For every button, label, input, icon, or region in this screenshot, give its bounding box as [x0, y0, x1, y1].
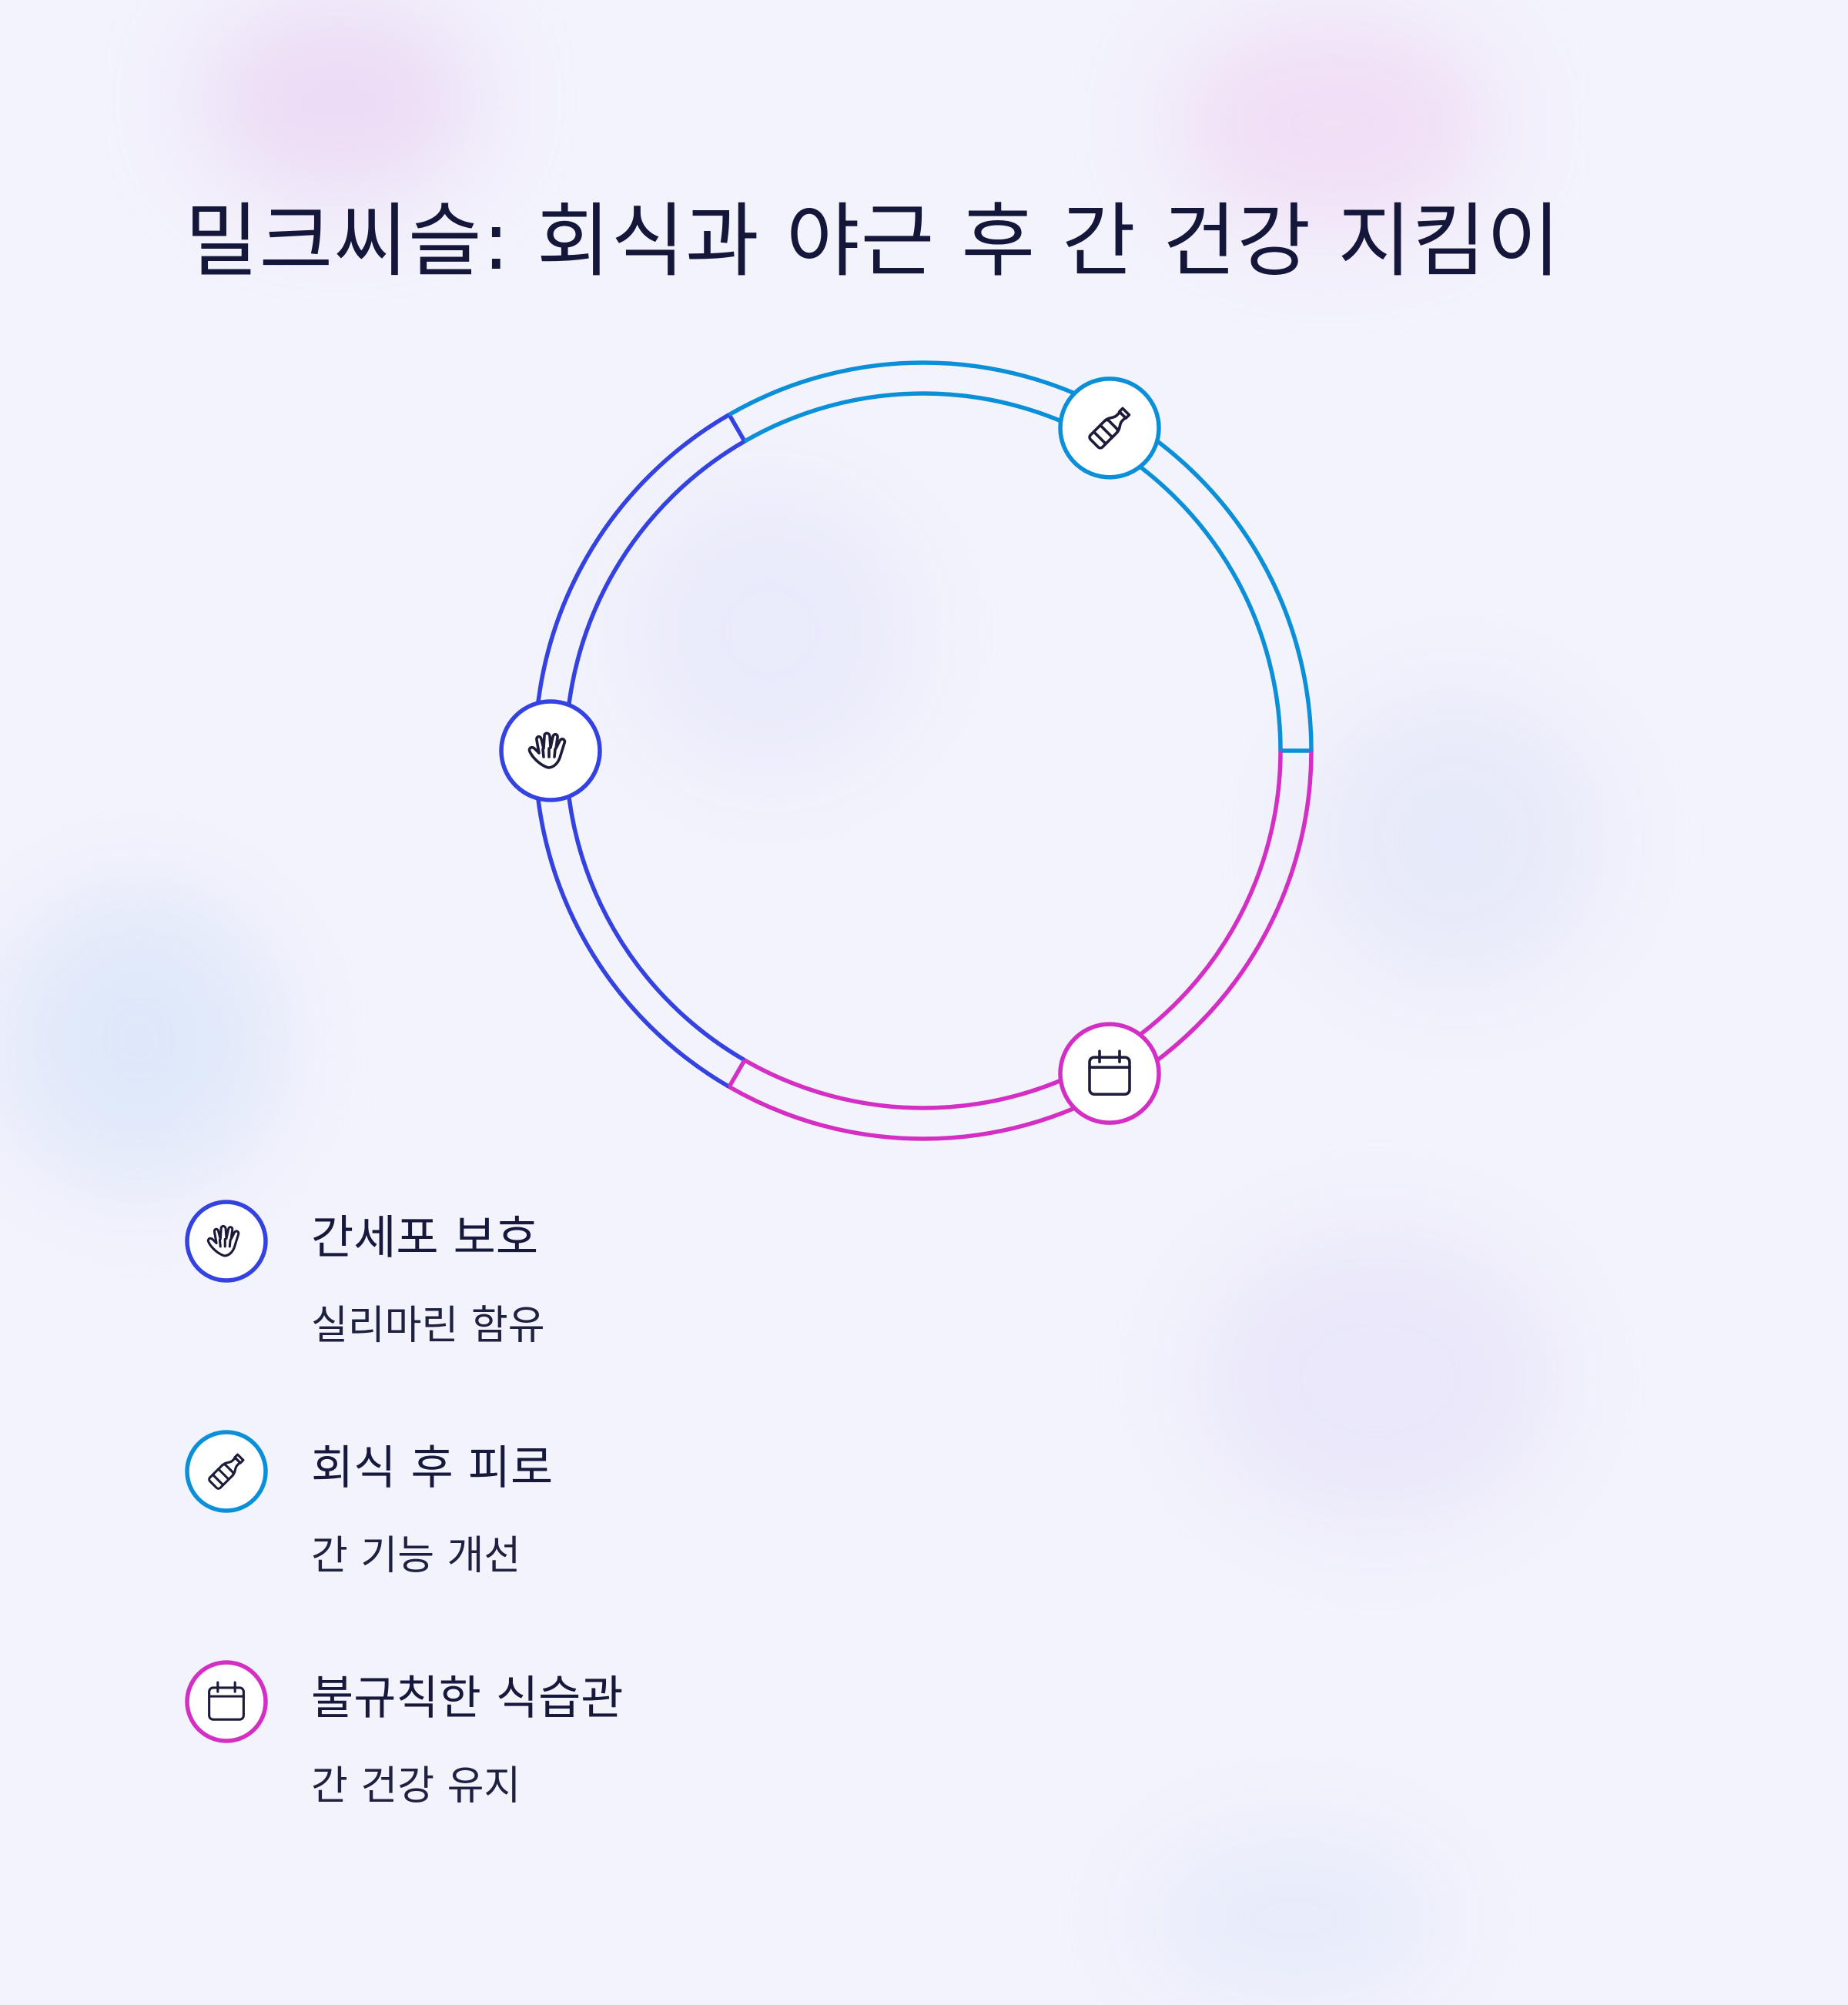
legend-description: 간 건강 유지	[311, 1763, 521, 1809]
legend-marker-circle	[185, 1430, 268, 1513]
node-circle	[1058, 377, 1161, 480]
cycle-node	[1058, 1022, 1161, 1125]
cycle-node	[499, 699, 602, 802]
calendar-icon	[1088, 1049, 1131, 1096]
ring-divider	[727, 413, 747, 443]
legend-marker	[185, 1200, 268, 1283]
legend-description: 실리마린 함유	[311, 1303, 545, 1349]
cycle-node	[1058, 377, 1161, 480]
calendar-icon	[208, 1681, 245, 1721]
node-circle	[499, 699, 602, 802]
node-circle	[1058, 1022, 1161, 1125]
ring-arc-inner	[743, 391, 1283, 751]
ring-divider	[727, 1059, 747, 1088]
bottle-icon	[208, 1453, 245, 1490]
legend-title: 간세포 보호	[311, 1211, 539, 1265]
ring-arc-inner	[743, 750, 1283, 1110]
legend-marker-circle	[185, 1660, 268, 1743]
bottle-icon	[1088, 407, 1131, 450]
hand-icon	[527, 731, 567, 769]
cycle-nodes	[499, 377, 1161, 1125]
page-title: 밀크씨슬: 회식과 야근 후 간 건강 지킴이	[185, 194, 1562, 288]
background-glow	[1140, 1833, 1448, 2005]
legend-marker	[185, 1430, 268, 1513]
legend-marker-circle	[185, 1200, 268, 1283]
hand-icon	[206, 1224, 240, 1257]
cycle-diagram	[499, 360, 1314, 1141]
background-glow	[1201, 1232, 1555, 1525]
legend-description: 간 기능 개선	[311, 1533, 521, 1579]
legend-title: 회식 후 피로	[311, 1441, 554, 1495]
legend-marker	[185, 1660, 268, 1743]
legend-title: 불규칙한 식습관	[311, 1672, 624, 1726]
cycle-ring	[533, 360, 1314, 1141]
